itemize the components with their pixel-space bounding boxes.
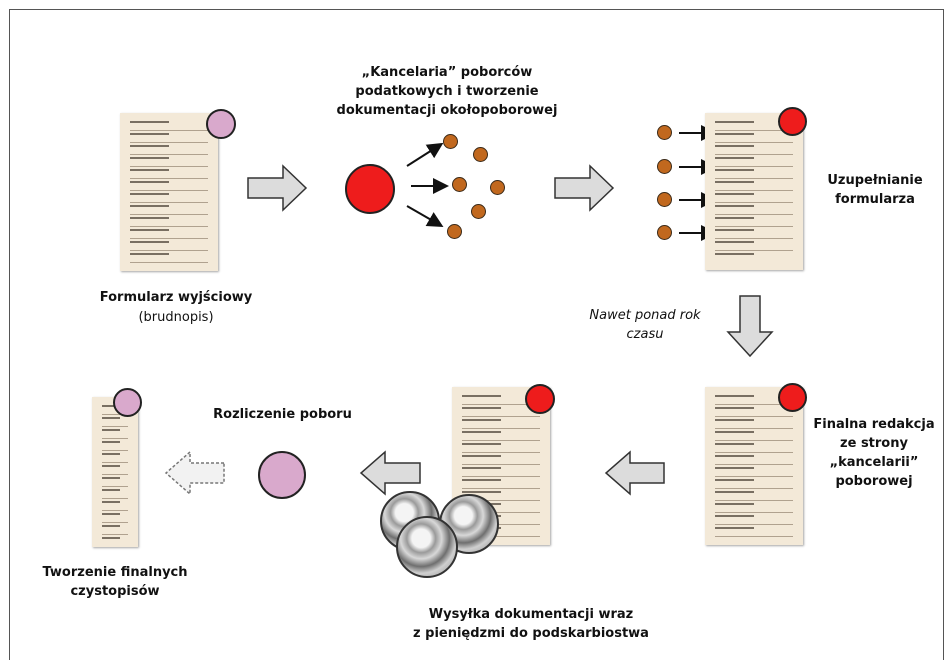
brown-dot-icon <box>452 177 467 192</box>
brown-dot-icon <box>490 180 505 195</box>
brown-dot-icon <box>443 134 458 149</box>
brown-dot-icon <box>447 224 462 239</box>
block-arrow-icon <box>604 450 665 496</box>
small-arrow <box>406 142 444 167</box>
block-arrow-icon <box>554 164 615 212</box>
nawet-label: Nawet ponad rok czasu <box>589 308 701 342</box>
red-circle-icon <box>778 383 807 412</box>
manuscript-page-icon <box>120 113 218 271</box>
formularz-subtitle: (brudnopis) <box>138 310 214 325</box>
pink-circle-icon <box>113 388 142 417</box>
small-arrow <box>406 205 444 227</box>
diagram-frame <box>9 9 944 660</box>
manuscript-page-icon <box>92 397 138 547</box>
block-arrow-icon <box>726 295 774 358</box>
red-circle-icon <box>525 384 555 414</box>
kancelaria-label: „Kancelaria” poborców podatkowych i twor… <box>336 65 558 118</box>
tworzenie-label: Tworzenie finalnych czystopisów <box>42 565 188 599</box>
block-arrow-icon <box>164 450 225 496</box>
brown-dot-icon <box>657 225 672 240</box>
brown-dot-icon <box>473 147 488 162</box>
wysylka-label: Wysyłka dokumentacji wraz z pieniędzmi d… <box>413 607 649 641</box>
red-circle-icon <box>345 164 395 214</box>
block-arrow-icon <box>247 164 308 212</box>
brown-dot-icon <box>657 159 672 174</box>
brown-dot-icon <box>657 125 672 140</box>
pink-circle-icon <box>258 451 306 499</box>
coin-icon <box>396 516 458 578</box>
rozliczenie-label: Rozliczenie poboru <box>213 407 352 422</box>
red-circle-icon <box>778 107 807 136</box>
manuscript-page-icon <box>705 387 803 545</box>
brown-dot-icon <box>657 192 672 207</box>
uzupelnianie-label: Uzupełnianie formularza <box>827 173 923 207</box>
finalna-label: Finalna redakcja ze strony „kancelarii” … <box>813 417 935 489</box>
manuscript-page-icon <box>705 113 803 270</box>
brown-dot-icon <box>471 204 486 219</box>
block-arrow-icon <box>359 450 421 496</box>
pink-circle-icon <box>206 109 236 139</box>
formularz-title: Formularz wyjściowy <box>99 290 253 305</box>
